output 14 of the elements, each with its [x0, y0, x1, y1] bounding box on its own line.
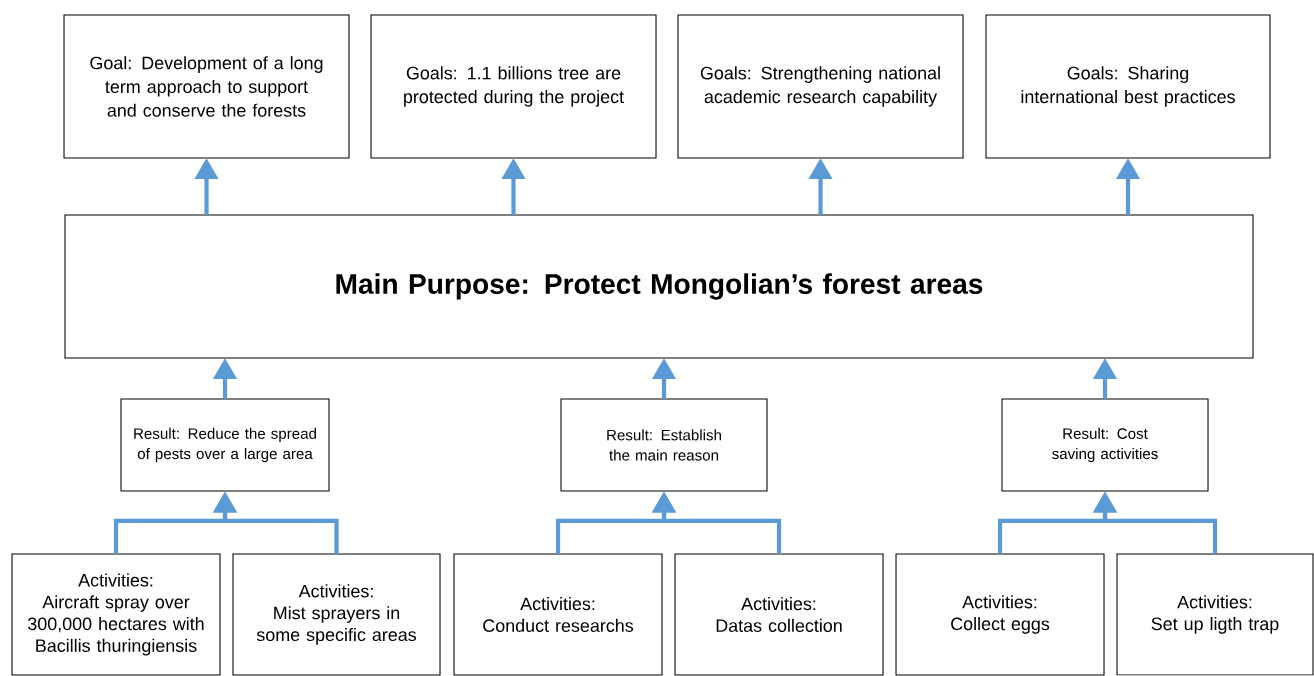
result-box: Result: Cost saving activities: [1001, 398, 1209, 492]
activity-box: Activities: Datas collection: [674, 553, 884, 676]
purpose-box: Main Purpose: Protect Mongolian’s forest areas: [64, 214, 1254, 359]
result-box: Result: Reduce the spread of pests over a large area: [120, 398, 330, 492]
goal-box: Goals: Sharing international best practices: [985, 14, 1271, 159]
activity-box: Activities: Mist sprayers in some specific areas: [232, 553, 441, 676]
result-box: Result: Establish the main reason: [560, 398, 768, 492]
goal-box: Goals: 1.1 billions tree are protected during the project: [370, 14, 657, 159]
activity-box: Activities: Set up ligth trap: [1116, 553, 1314, 676]
goal-box: Goals: Strengthening national academic research capability: [677, 14, 964, 159]
activity-box: Activities: Collect eggs: [895, 553, 1105, 676]
goal-box: Goal: Development of a long term approach to support and conserve the forests: [63, 14, 350, 159]
activity-box: Activities: Conduct researchs: [453, 553, 663, 676]
activity-box: Activities: Aircraft spray over 300,000 hectares with Bacillis thuringiensis: [11, 553, 221, 676]
